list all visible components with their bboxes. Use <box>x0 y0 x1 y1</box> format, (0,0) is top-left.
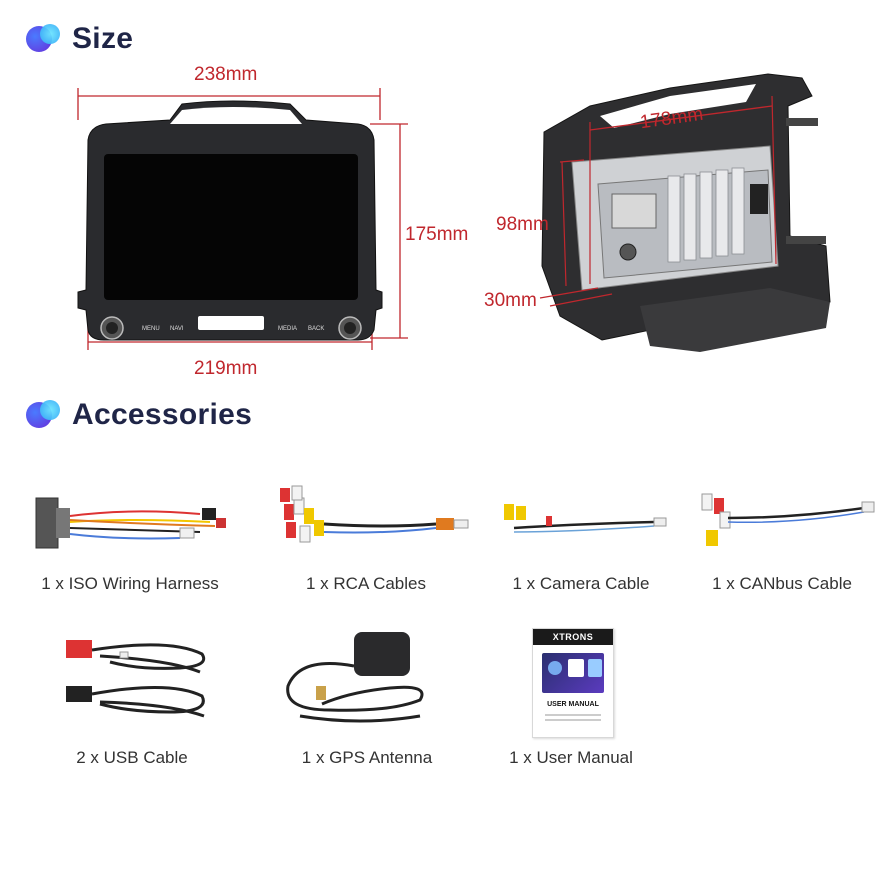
back-depth-label: 30mm <box>484 290 537 311</box>
back-button-label: BACK <box>308 326 324 332</box>
menu-button-label: MENU <box>142 326 160 332</box>
canbus-cable-image <box>701 493 875 546</box>
front-height-label: 175mm <box>405 224 469 245</box>
manual-screen-illustration <box>542 653 604 693</box>
camera-cable-image <box>504 504 667 533</box>
size-title: Size <box>72 22 134 55</box>
iso-harness-image <box>35 497 226 549</box>
brand-bubble-icon <box>26 400 62 430</box>
gps-antenna-image <box>286 632 424 723</box>
user-manual-image: XTRONS USER MANUAL <box>532 628 614 738</box>
accessory-label: 1 x GPS Antenna <box>301 748 433 767</box>
accessories-title: Accessories <box>72 398 253 431</box>
accessory-label: 2 x USB Cable <box>76 748 188 767</box>
manual-brand: XTRONS <box>533 629 613 645</box>
navi-button-label: NAVI <box>170 326 184 332</box>
manual-title: USER MANUAL <box>547 701 599 708</box>
accessory-label: 1 x CANbus Cable <box>712 574 852 593</box>
accessory-label: 1 x RCA Cables <box>306 574 426 593</box>
accessory-label: 1 x Camera Cable <box>512 574 650 593</box>
accessory-label: 1 x ISO Wiring Harness <box>41 574 219 593</box>
back-height-label: 98mm <box>496 214 549 235</box>
usb-cable-image <box>66 640 206 718</box>
back-view-diagram <box>539 73 831 352</box>
accessories-section-header: Accessories <box>26 398 252 432</box>
front-width-top-label: 238mm <box>194 64 258 85</box>
brand-bubble-icon <box>26 24 62 54</box>
accessory-label: 1 x User Manual <box>509 748 633 767</box>
media-button-label: MEDIA <box>278 326 297 332</box>
front-width-bottom-label: 219mm <box>194 358 258 379</box>
front-view-diagram: MENU NAVI MEDIA BACK <box>77 88 408 350</box>
size-section-header: Size <box>26 22 133 56</box>
front-buttons: MENU NAVI MEDIA BACK <box>142 326 324 332</box>
rca-cables-image <box>280 485 469 543</box>
